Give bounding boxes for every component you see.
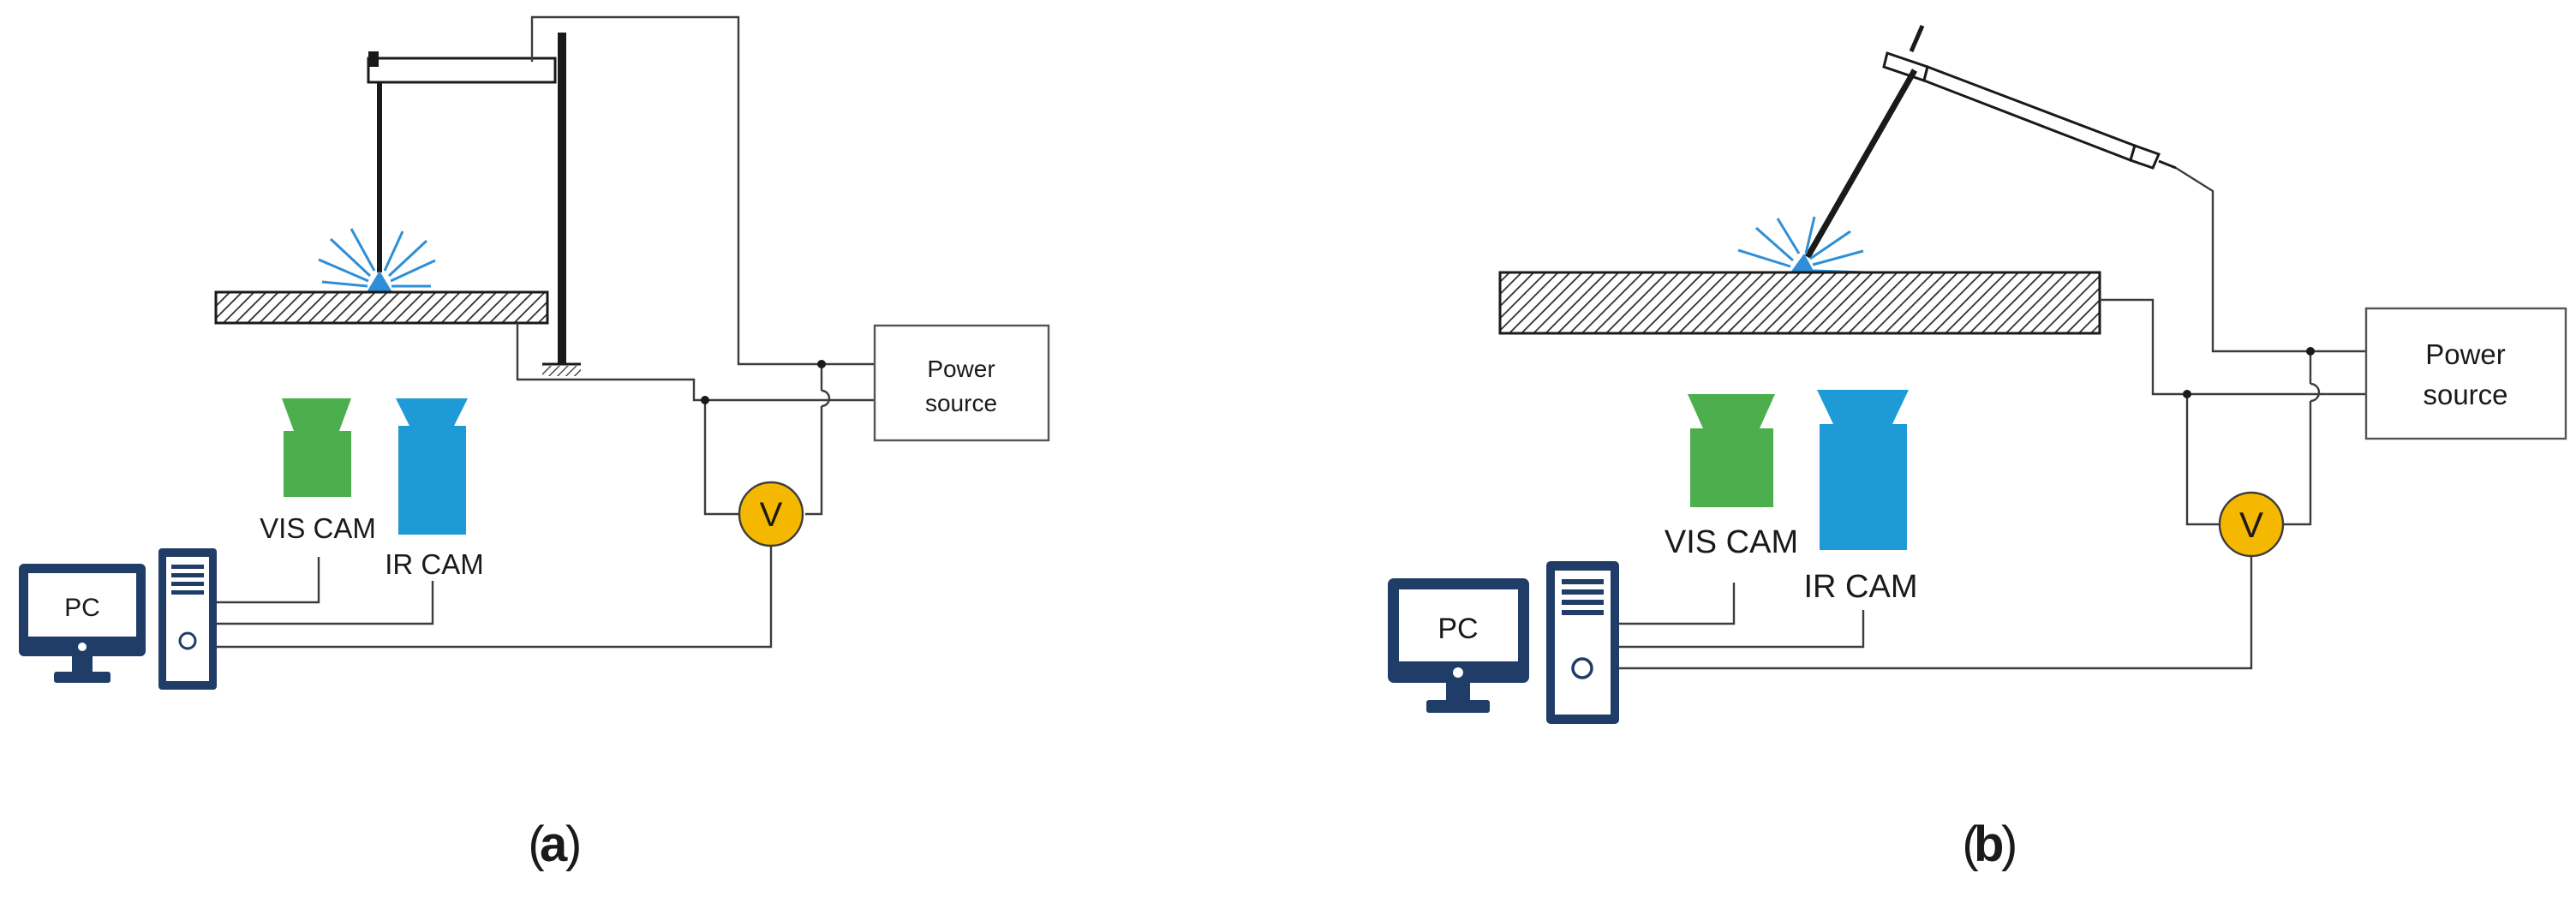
voltmeter-symbol: V [760,496,783,534]
workpiece [1498,271,2101,335]
svg-text:): ) [565,816,582,872]
vis-camera: VIS CAM [1665,394,1798,560]
junction-dot [817,360,826,368]
pc-monitor: PC [1388,578,1529,713]
welding-torch [1882,25,2177,170]
caption-letter-b: b [1974,816,2004,872]
voltmeter: V [2218,491,2285,558]
svg-text:): ) [2001,816,2017,872]
svg-text:(: ( [1962,816,1978,872]
panel-a: Power source V VIS CAM IR CAM PC [19,15,1050,872]
pc-label: PC [64,594,100,622]
caption-b: ( b ) [1962,816,2017,872]
pc-tower [158,548,217,690]
power-source-label-line2: source [925,390,997,416]
ir-camera: IR CAM [385,398,484,580]
arc-sparks [318,228,436,288]
power-source: Power source [873,324,1050,442]
vis-camera: VIS CAM [260,398,376,544]
junction-dot [2183,390,2191,398]
wiring [217,15,875,649]
electrode-rod [1804,69,1918,259]
ir-cam-label: IR CAM [1804,569,1918,605]
arc-cone [367,271,392,292]
pc-label: PC [1437,613,1478,645]
power-source-label-line1: Power [927,356,995,382]
power-source-label-line1: Power [2425,338,2506,370]
caption-letter-a: a [540,816,568,872]
ir-camera: IR CAM [1804,390,1918,605]
caption-a: ( a ) [528,816,582,872]
vis-cam-label: VIS CAM [1665,524,1798,560]
vis-cam-label: VIS CAM [260,512,376,544]
junction-dot [2306,347,2315,356]
wiring [1619,166,2366,670]
workpiece [214,290,549,325]
svg-text:(: ( [528,816,544,872]
gantry-beam-end [368,51,379,67]
voltmeter-symbol: V [2239,505,2263,545]
gantry-beam [367,57,557,84]
pc-tower [1546,561,1619,724]
ground-hatch [542,366,581,376]
junction-dot [701,396,709,404]
ir-cam-label: IR CAM [385,548,484,580]
arc-cone [1790,254,1814,272]
power-source-label-line2: source [2423,379,2507,410]
pc-monitor: PC [19,564,146,683]
voltmeter: V [738,481,804,547]
panel-b: Power source V VIS CAM IR CAM PC [1388,25,2567,872]
power-source: Power source [2364,307,2567,440]
